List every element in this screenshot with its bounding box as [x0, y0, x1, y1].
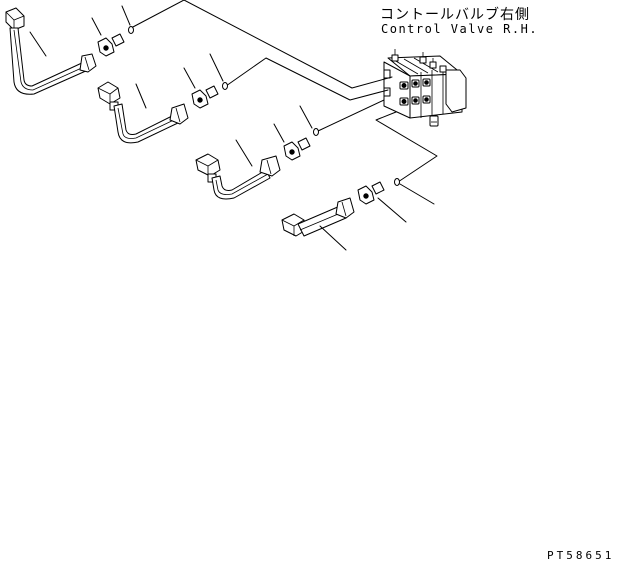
routing-centerlines	[131, 0, 437, 182]
diagram-title-english: Control Valve R.H.	[381, 22, 539, 36]
control-valve-block	[384, 49, 466, 126]
hose-line-3	[196, 106, 319, 199]
valve-top-bolts	[392, 49, 446, 72]
valve-port-bosses	[400, 79, 430, 105]
hose-line-1	[6, 6, 134, 94]
hose-line-2	[98, 54, 228, 143]
drawing-number: PT58651	[547, 549, 615, 562]
hose-line-4	[282, 179, 434, 251]
diagram-title-japanese: コントールバルブ右側	[380, 7, 530, 23]
